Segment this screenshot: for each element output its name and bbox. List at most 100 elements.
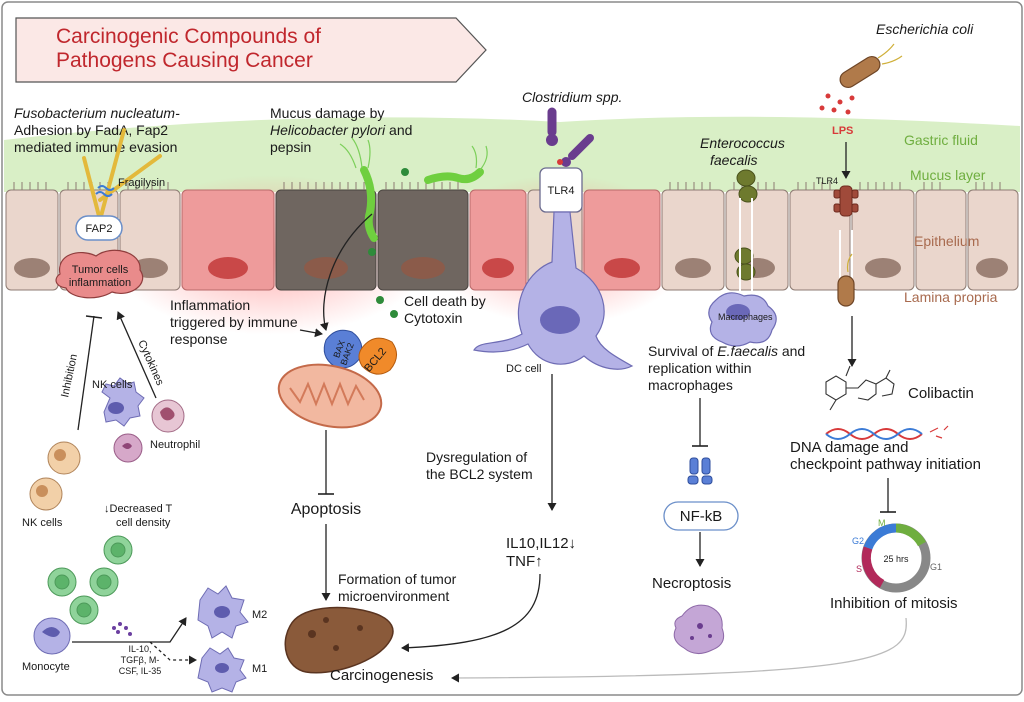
cytokine-list-3: CSF, IL-35 xyxy=(119,666,162,676)
m2-arrow xyxy=(72,617,187,643)
clostridium-bacteria xyxy=(546,107,594,167)
cytokine-dots xyxy=(112,622,132,636)
title-line-2: Pathogens Causing Cancer xyxy=(56,49,313,72)
mitosis-label: Inhibition of mitosis xyxy=(830,595,958,612)
m2-macrophage xyxy=(197,585,249,639)
phase-m: M xyxy=(878,518,886,528)
inflammation-line-1: Inflammation xyxy=(170,297,250,313)
fragilysin-icon xyxy=(95,185,115,197)
dendritic-cell xyxy=(473,211,634,370)
inflammation-line-3: response xyxy=(170,331,228,347)
tumor-env-line-2: microenvironment xyxy=(338,588,449,604)
colibactin-label: Colibactin xyxy=(908,385,974,402)
label-epithelium: Epithelium xyxy=(914,233,979,249)
helicobacter-bacterium-1 xyxy=(339,137,378,242)
dna-line-2: checkpoint pathway initiation xyxy=(790,456,981,473)
fap2-label: FAP2 xyxy=(86,223,113,235)
helicobacter-line-1: Mucus damage by xyxy=(270,105,384,121)
tumor-liver-icon xyxy=(284,606,394,674)
necroptosis-label: Necroptosis xyxy=(652,575,731,592)
nfkb-receptor-icon xyxy=(687,457,713,485)
macrophages-label: Macrophages xyxy=(718,312,773,322)
bcl2-protein xyxy=(358,337,397,375)
dysreg-line-1: Dysregulation of xyxy=(426,449,527,465)
label-lamina-propria: Lamina propria xyxy=(904,289,998,305)
mitosis-to-carcinogenesis-arrow xyxy=(451,617,907,683)
cell-death-line-1: Cell death by xyxy=(404,293,486,309)
helicobacter-name: Helicobacter pylori xyxy=(270,122,386,138)
nfkb-label: NF-kB xyxy=(680,508,723,525)
fap2-receptor xyxy=(75,215,123,241)
clostridium-name: Clostridium spp. xyxy=(522,89,622,105)
fragilysin-label: Fragilysin xyxy=(118,177,165,189)
phase-g1: G1 xyxy=(930,562,942,572)
ecoli-name: Escherichia coli xyxy=(876,21,974,37)
macrophage-cell xyxy=(708,292,777,347)
inhibition-line xyxy=(77,315,95,431)
nk-cells-bottom-label: NK cells xyxy=(22,517,63,529)
neutrophil-label: Neutrophil xyxy=(150,439,200,451)
nfkb-box xyxy=(663,501,739,531)
carcinogenesis-label: Carcinogenesis xyxy=(330,667,433,684)
inflammation-line-2: triggered by immune xyxy=(170,314,298,330)
dna-line-1: DNA damage and xyxy=(790,439,908,456)
m1-macrophage xyxy=(197,647,247,693)
ecoli-tlr4-label: TLR4 xyxy=(816,176,838,186)
neutrophil-cell xyxy=(151,399,185,433)
tlr4-receptor-ecoli xyxy=(833,185,859,217)
il-to-carcinogenesis-arrow xyxy=(401,573,541,653)
nk-cells-top-label: NK cells xyxy=(92,379,133,391)
fusobacterium-line-3: mediated immune evasion xyxy=(14,139,177,155)
dysreg-line-2: the BCL2 system xyxy=(426,466,533,482)
title-banner xyxy=(15,17,487,83)
lps-dots xyxy=(819,93,855,115)
lps-label: LPS xyxy=(832,125,853,137)
bax-arrow xyxy=(319,213,373,331)
helicobacter-line-2-suffix: and xyxy=(385,122,412,138)
survival-prefix: Survival of xyxy=(648,343,717,359)
nk-cell-purple-2 xyxy=(113,433,143,463)
tumor-env-line-1: Formation of tumor xyxy=(338,571,457,587)
necroptotic-cell xyxy=(673,604,725,654)
nk-cell-purple-1 xyxy=(101,377,145,427)
m2-label: M2 xyxy=(252,609,267,621)
survival-line-3: macrophages xyxy=(648,377,733,393)
cell-death-line-2: Cytotoxin xyxy=(404,310,462,326)
mitochondrion xyxy=(277,363,383,429)
cytokine-list-2: TGFβ, M- xyxy=(121,655,160,665)
cytokine-list-1: IL-10, xyxy=(128,644,151,654)
monocyte-label: Monocyte xyxy=(22,661,70,673)
cell-cycle-center: 25 hrs xyxy=(883,554,909,564)
enterococcus-name-1: Enterococcus xyxy=(700,135,785,151)
cytotoxin-dots xyxy=(368,168,409,318)
ecoli-translocated xyxy=(837,275,855,307)
helicobacter-line-3: pepsin xyxy=(270,139,311,155)
tumor-cells-cluster xyxy=(55,249,144,299)
ecoli-bacterium xyxy=(839,43,903,89)
paracellular-gap xyxy=(739,198,753,300)
mucus-band xyxy=(4,116,1020,192)
il-line-2: TNF↑ xyxy=(506,553,543,570)
inhibition-bar xyxy=(85,315,103,319)
tumor-label-1: Tumor cells xyxy=(72,264,129,276)
inhibition-label: Inhibition xyxy=(59,353,80,399)
apoptosis-label: Apoptosis xyxy=(291,501,361,518)
enterococcus-name-2: faecalis xyxy=(710,152,757,168)
fusobacterium-rod-2 xyxy=(98,154,162,202)
helicobacter-line-2-wrap: Helicobacter pylori and xyxy=(270,122,412,138)
tumor-label-2: inflammation xyxy=(69,277,131,289)
phase-s: S xyxy=(856,564,862,574)
survival-line-2: replication within xyxy=(648,360,752,376)
fusobacterium-name: Fusobacterium nucleatum- xyxy=(14,105,180,121)
il-line-1: IL10,IL12↓ xyxy=(506,535,576,552)
survival-line-1: Survival of E.faecalis and xyxy=(648,343,805,359)
m1-arrow xyxy=(149,641,197,665)
fusobacterium-line-2: Adhesion by FadA, Fap2 xyxy=(14,122,168,138)
cell-cycle-diagram xyxy=(861,523,931,593)
nk-cells-lower-group xyxy=(29,441,81,511)
label-gastric-fluid: Gastric fluid xyxy=(904,132,978,148)
title-line-1: Carcinogenic Compounds of xyxy=(56,25,321,48)
